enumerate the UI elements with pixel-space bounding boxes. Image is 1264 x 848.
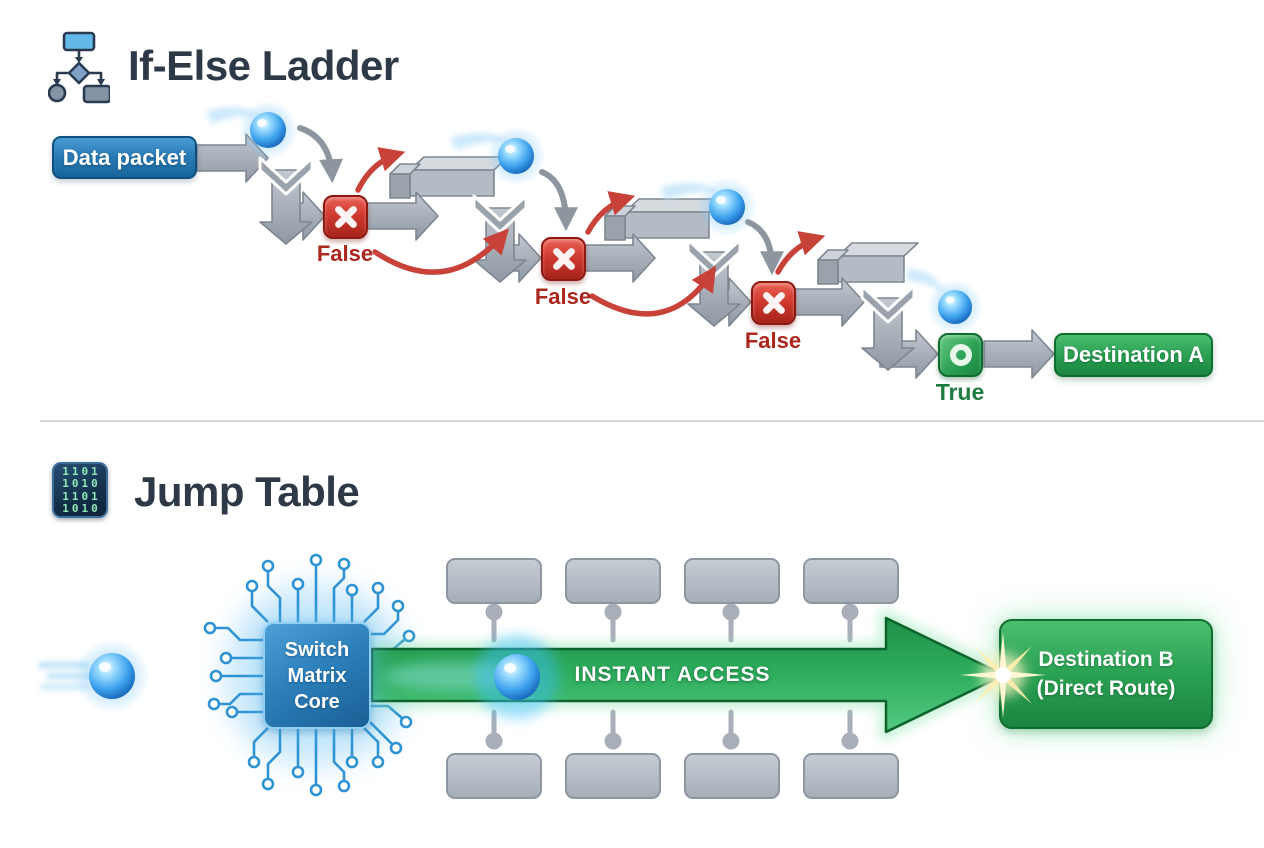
slot-pins: [485, 603, 859, 750]
false-label-3: False: [744, 328, 802, 353]
data-packet-node: Data packet: [52, 136, 197, 179]
binary-row: 1101: [62, 464, 101, 478]
jump-slot: [565, 558, 661, 604]
core-label-line: Matrix: [287, 664, 347, 687]
jump-slot: [446, 753, 542, 799]
packet-sphere: [206, 100, 298, 160]
binary-row: 1101: [62, 489, 101, 503]
data-packet-label: Data packet: [62, 144, 187, 170]
x-icon: [760, 289, 788, 317]
flowchart-icon: [48, 31, 110, 104]
binary-row: 1010: [62, 502, 101, 515]
x-icon: [550, 245, 578, 273]
circle-icon: [949, 344, 972, 366]
packet-sphere-idle: [38, 638, 150, 714]
packet-sphere-icons: [206, 100, 983, 335]
jump-slot: [803, 558, 899, 604]
packet-sphere: [450, 126, 546, 186]
jump-slot: [803, 753, 899, 799]
binary-row: 1010: [62, 477, 101, 490]
false-node-3: [751, 281, 796, 325]
section-divider: [40, 420, 1264, 422]
true-node: [938, 333, 983, 377]
jump-slot: [565, 753, 661, 799]
retry-arrow-icons: [355, 147, 826, 317]
destination-a-node: Destination A: [1054, 333, 1213, 377]
switch-matrix-core-node: Switch Matrix Core: [263, 622, 371, 729]
x-icon: [332, 203, 360, 231]
jump-slot: [446, 558, 542, 604]
destination-b-sublabel: (Direct Route): [1036, 677, 1176, 700]
jump-slot: [684, 753, 780, 799]
packet-sphere: [906, 268, 983, 335]
false-node-1: [323, 195, 368, 239]
ladder-section-title: If-Else Ladder: [128, 42, 399, 89]
false-label-2: False: [534, 284, 592, 309]
sparkle-icon: [960, 632, 1046, 718]
jump-table-section-title: Jump Table: [134, 468, 360, 515]
packet-sphere: [660, 177, 757, 237]
jump-slot: [684, 558, 780, 604]
false-node-2: [541, 237, 586, 281]
true-label: True: [935, 379, 985, 405]
false-label-1: False: [316, 241, 374, 266]
core-label-line: Switch: [284, 638, 350, 661]
packet-sphere-fast: [385, 635, 559, 719]
destination-b-label: Destination B: [1038, 648, 1174, 671]
binary-grid-icon: 1101 1010 1101 1010: [52, 462, 108, 518]
instant-access-arrow: [366, 608, 1018, 742]
bounce-arrow-icons: [297, 125, 784, 276]
instant-access-label: INSTANT ACCESS: [574, 663, 771, 686]
core-label-line: Core: [294, 690, 340, 713]
destination-a-label: Destination A: [1063, 342, 1204, 367]
